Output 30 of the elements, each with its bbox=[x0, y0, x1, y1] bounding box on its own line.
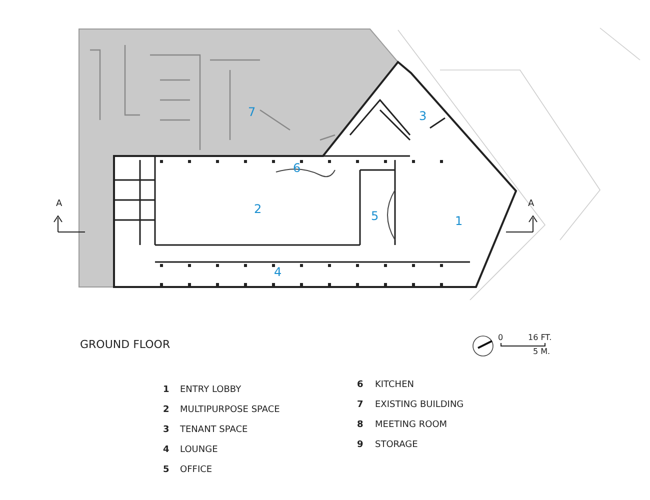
key-number: 9 bbox=[357, 441, 364, 450]
room-number: 4 bbox=[274, 266, 282, 278]
key-text: LOUNGE bbox=[180, 446, 218, 455]
key-number: 2 bbox=[163, 406, 170, 415]
scale-label: 0 bbox=[498, 334, 504, 342]
key-number: 6 bbox=[357, 381, 364, 390]
key-text: KITCHEN bbox=[375, 381, 414, 390]
scale-label: 16 FT. bbox=[528, 334, 552, 342]
room-number: 3 bbox=[419, 110, 427, 122]
drawing-title: GROUND FLOOR bbox=[80, 339, 170, 350]
key-text: EXISTING BUILDING bbox=[375, 401, 464, 410]
key-number: 4 bbox=[163, 446, 170, 455]
key-text: STORAGE bbox=[375, 441, 418, 450]
room-number: 1 bbox=[455, 215, 463, 227]
key-text: MEETING ROOM bbox=[375, 421, 448, 430]
key-number: 3 bbox=[163, 426, 170, 435]
key-number: 5 bbox=[163, 466, 170, 475]
key-number: 7 bbox=[357, 401, 364, 410]
room-number: 5 bbox=[371, 210, 379, 222]
key-number: 8 bbox=[357, 421, 364, 430]
key-text: ENTRY LOBBY bbox=[180, 386, 242, 395]
key-text: TENANT SPACE bbox=[180, 426, 248, 435]
key-number: 1 bbox=[163, 386, 170, 395]
key-text: MULTIPURPOSE SPACE bbox=[180, 406, 280, 415]
scale-label: 5 M. bbox=[533, 348, 550, 356]
section-label: A bbox=[528, 200, 534, 209]
room-number: 2 bbox=[254, 203, 262, 215]
key-text: OFFICE bbox=[180, 466, 212, 475]
section-label: A bbox=[56, 200, 62, 209]
room-number: 7 bbox=[248, 106, 256, 118]
